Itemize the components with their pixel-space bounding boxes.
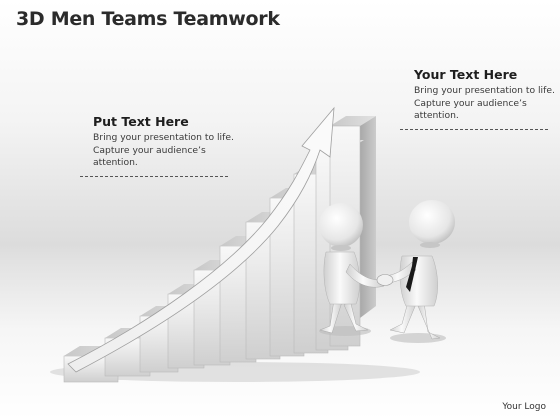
- text-block-left-line: Capture your audience’s: [93, 144, 206, 156]
- text-block-right-heading: Your Text Here: [414, 67, 518, 82]
- text-block-right: Your Text Here Bring your presentation t…: [400, 67, 555, 130]
- text-block-right-line: Bring your presentation to life.: [414, 85, 555, 96]
- dashed-divider-right: [400, 128, 548, 130]
- text-block-left: Put Text Here Bring your presentation to…: [80, 114, 234, 177]
- text-block-left-line: Bring your presentation to life.: [93, 132, 234, 143]
- handshake-icon: [376, 274, 394, 286]
- text-block-right-line: Capture your audience’s: [414, 97, 527, 109]
- logo: Your Logo: [502, 402, 546, 412]
- slide-title: 3D Men Teams Teamwork: [16, 8, 280, 30]
- text-block-left-line: attention.: [93, 157, 138, 168]
- person-with-tie-icon: [381, 200, 455, 343]
- text-block-left-heading: Put Text Here: [93, 114, 189, 129]
- dashed-divider-left: [80, 175, 228, 177]
- upward-arrow-icon: [67, 106, 335, 373]
- person-icon: [319, 203, 385, 336]
- text-block-right-line: attention.: [414, 110, 459, 121]
